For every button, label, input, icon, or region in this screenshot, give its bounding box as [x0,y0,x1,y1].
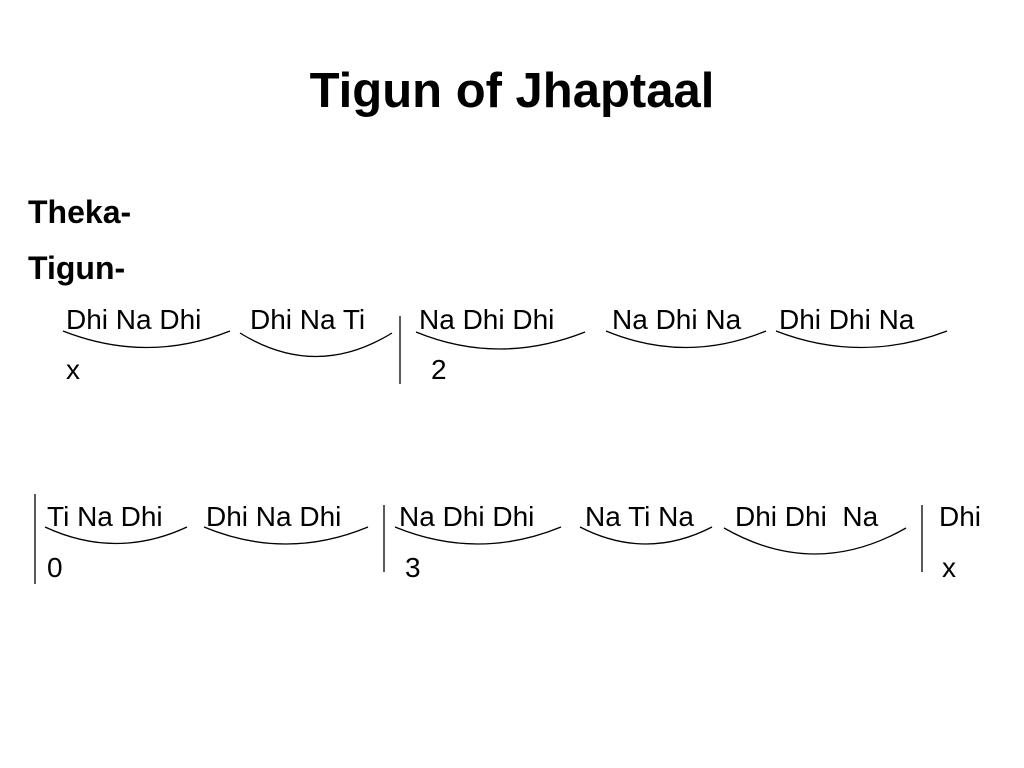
taal-marker-taali: 3 [405,552,421,583]
bol-group: Dhi Na Ti [250,304,366,335]
bol-group: Dhi Na Dhi [66,304,202,335]
tigun-label: Tigun- [28,250,126,286]
bol-group: Na Ti Na [585,501,694,532]
bol-group: Dhi [939,501,982,532]
bol-group: Dhi Na Dhi [206,501,342,532]
bol-group: Na Dhi Na [612,304,742,335]
theka-label: Theka- [28,194,132,230]
bol-group: Na Dhi Dhi [399,501,535,532]
bol-group: Ti Na Dhi [47,501,163,532]
bol-group: Dhi Dhi Na [735,501,879,532]
taal-marker-taali: 2 [431,354,447,385]
taal-marker-khali: 0 [47,552,63,583]
taal-marker-sam: x [942,552,956,583]
bol-group: Dhi Dhi Na [779,304,915,335]
bol-group: Na Dhi Dhi [419,304,555,335]
slur-arc [239,332,393,358]
taal-marker-sam: x [66,354,80,385]
slide-title: Tigun of Jhaptaal [309,64,715,118]
